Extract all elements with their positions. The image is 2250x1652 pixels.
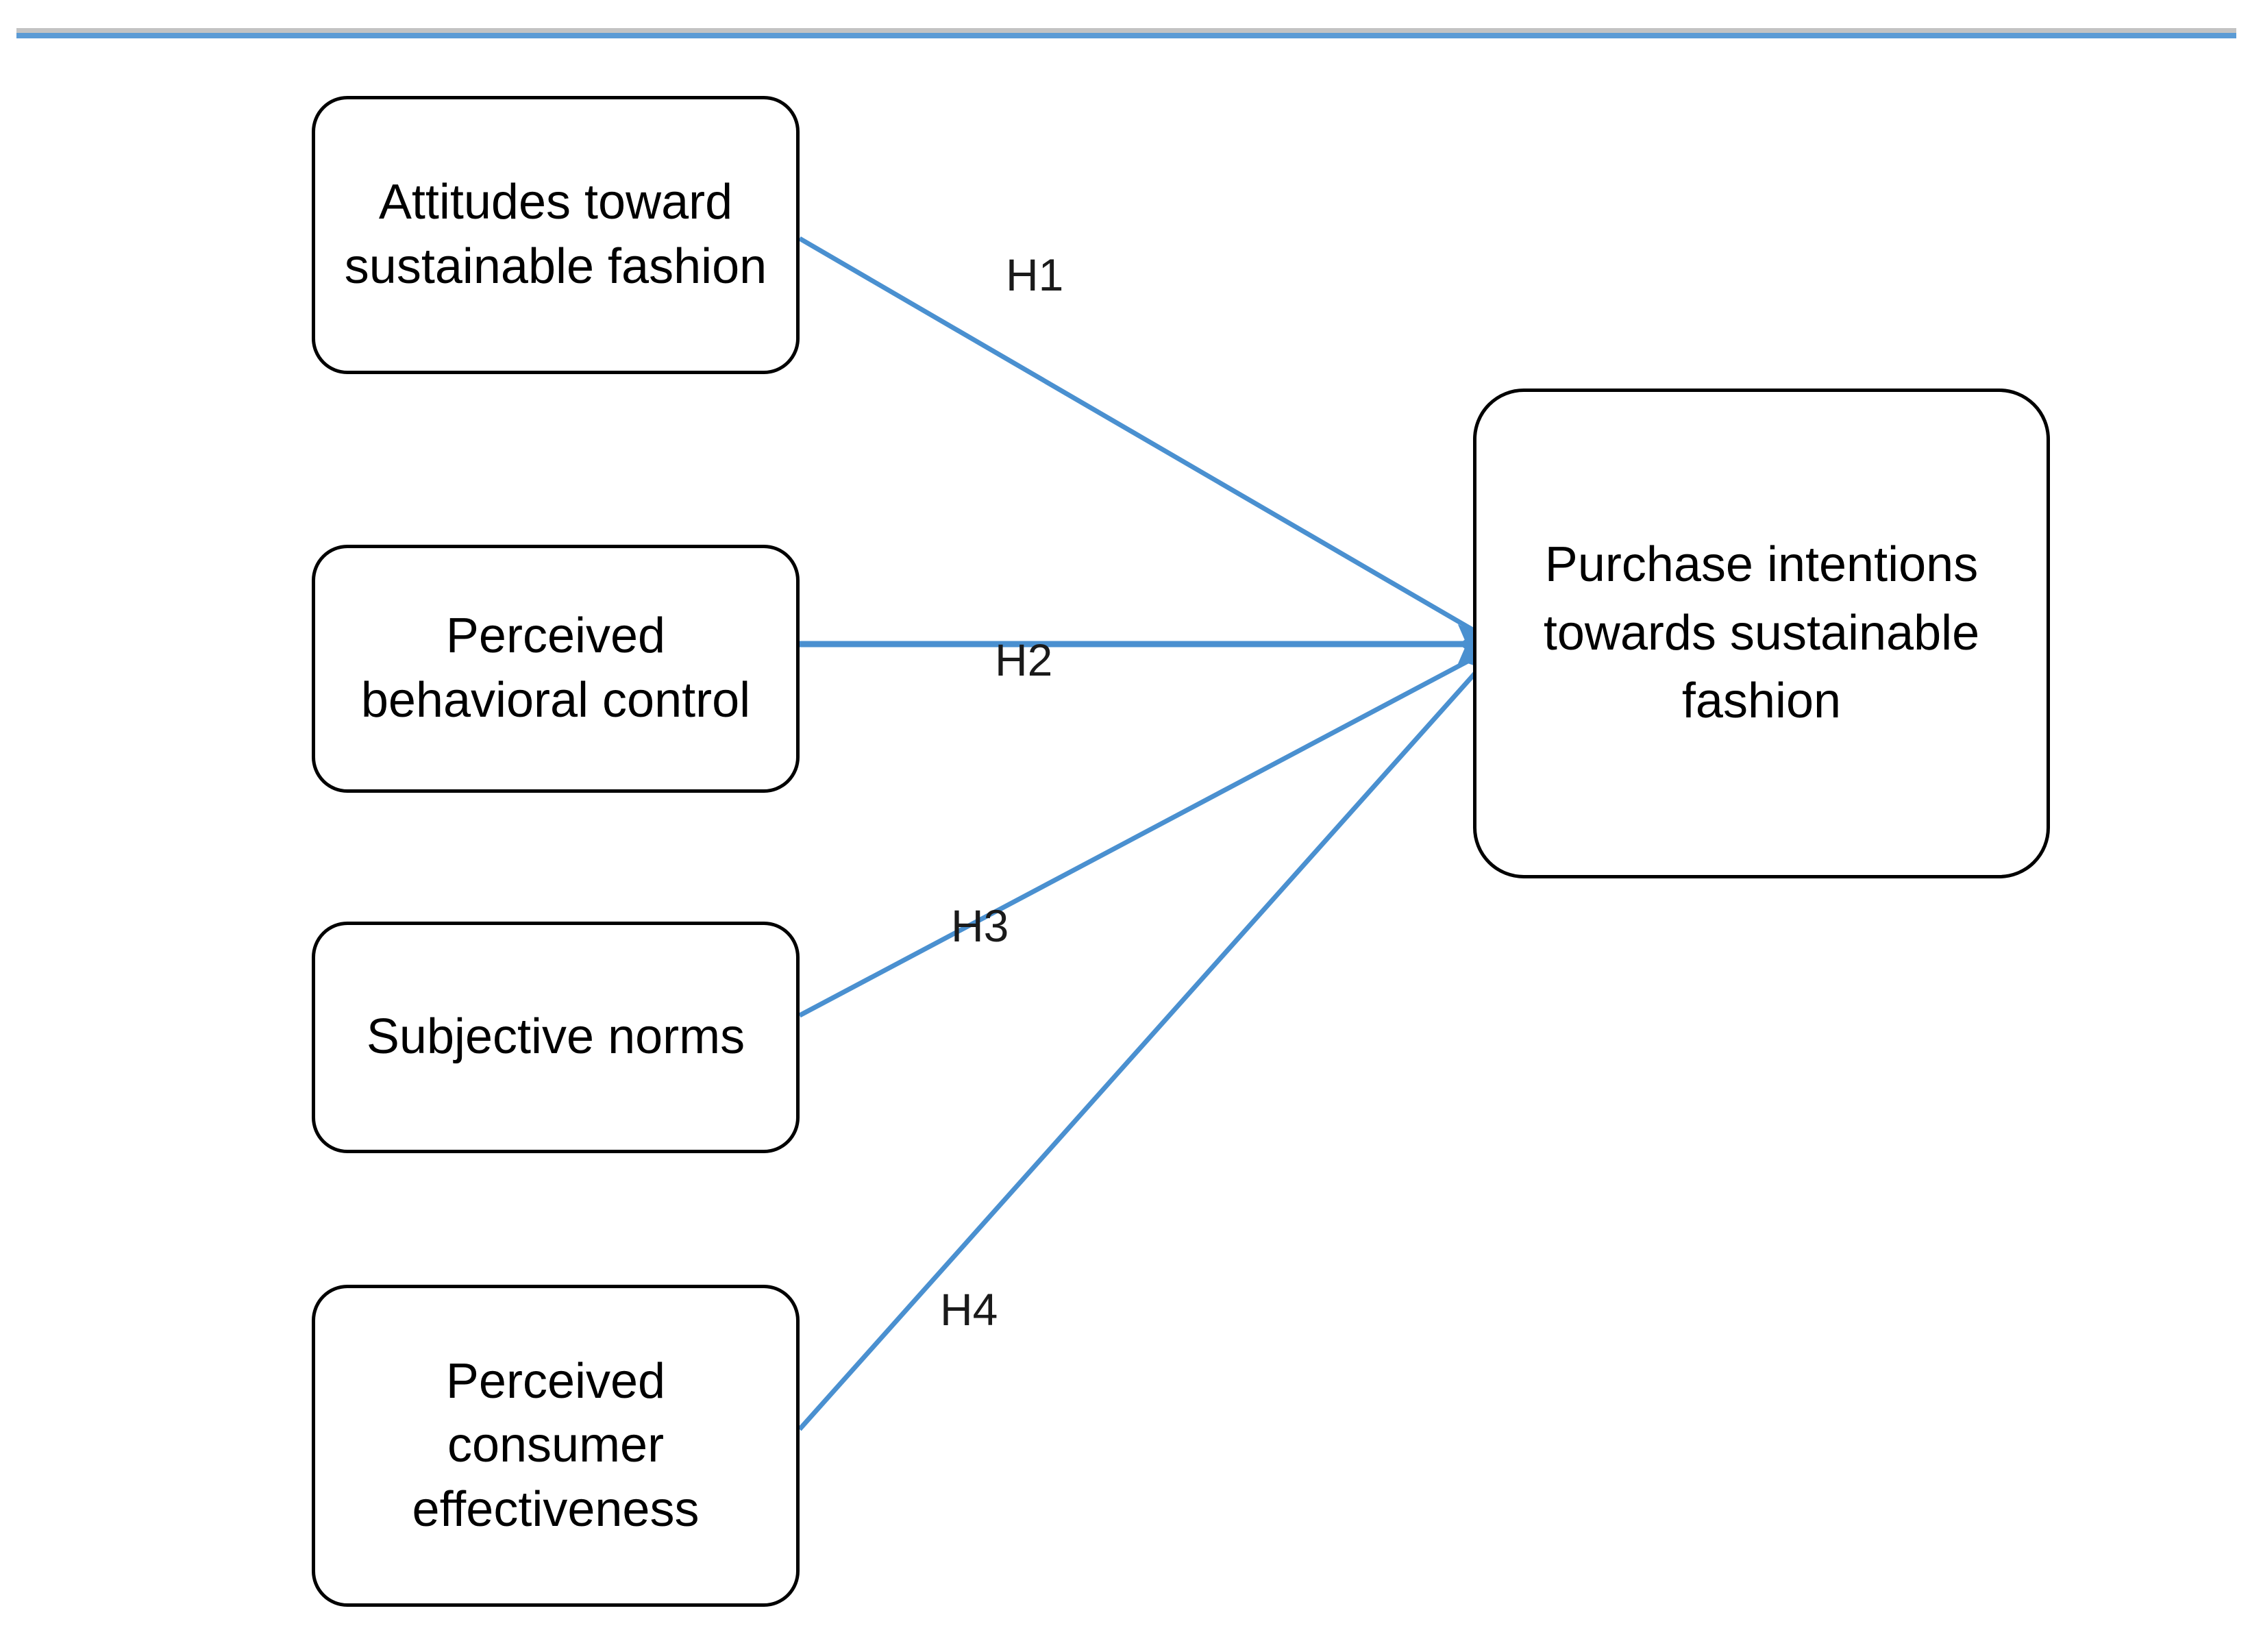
arrow-h4 bbox=[798, 649, 1497, 1431]
node-perceived-consumer-effectiveness[interactable]: Perceived consumer effectiveness bbox=[312, 1285, 800, 1607]
node-label: Subjective norms bbox=[366, 1009, 745, 1065]
node-attitudes-toward-sustainable-fashion[interactable]: Attitudes toward sustainable fashion bbox=[312, 96, 800, 374]
node-label: Perceived consumer effectiveness bbox=[412, 1353, 700, 1537]
node-label: Perceived behavioral control bbox=[360, 608, 751, 728]
node-label: Attitudes toward sustainable fashion bbox=[344, 175, 767, 294]
arrow-h3 bbox=[798, 644, 1498, 1018]
node-purchase-intentions-towards-sustainable-fashion[interactable]: Purchase intentions towards sustainable … bbox=[1473, 389, 2050, 878]
node-subjective-norms[interactable]: Subjective norms bbox=[312, 922, 800, 1153]
node-perceived-behavioral-control[interactable]: Perceived behavioral control bbox=[312, 545, 800, 793]
header-rule-gray bbox=[16, 28, 2236, 33]
header-rule-blue bbox=[16, 33, 2236, 38]
hypothesis-label-h1: H1 bbox=[1006, 249, 1064, 300]
arrow-h1 bbox=[798, 236, 1498, 645]
hypothesis-label-h4: H4 bbox=[940, 1284, 998, 1335]
node-label: Purchase intentions towards sustainable … bbox=[1543, 537, 1980, 729]
hypothesis-label-h2: H2 bbox=[995, 634, 1053, 685]
hypothesis-label-h3: H3 bbox=[951, 900, 1009, 951]
